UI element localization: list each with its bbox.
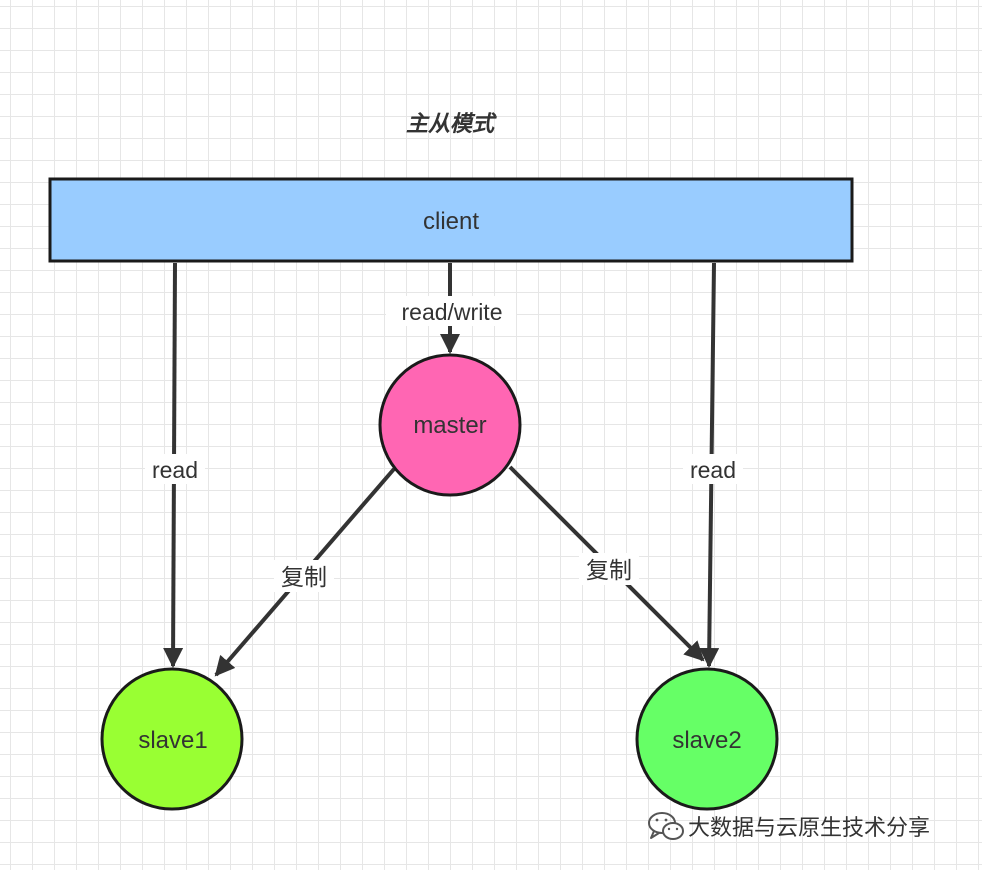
slave2-node: slave2 <box>635 667 779 811</box>
edge-client-slave2-label-bg <box>683 454 743 484</box>
edge-master-slave2-label: 复制 <box>586 557 632 583</box>
edge-client-slave1: read <box>145 262 205 668</box>
master-label: master <box>413 412 486 439</box>
client-box <box>48 177 854 263</box>
slave1-label: slave1 <box>138 727 207 754</box>
slave2-circle <box>635 667 779 811</box>
client-label: client <box>423 208 479 235</box>
edge-client-master: read/write <box>386 263 516 354</box>
edge-client-slave1-label-bg <box>145 454 205 484</box>
master-node: master <box>378 353 522 497</box>
slave1-circle <box>100 667 244 811</box>
edge-master-slave1: 复制 <box>214 467 396 677</box>
slave2-label: slave2 <box>672 727 741 754</box>
edge-master-slave2-label-bg <box>579 553 639 585</box>
edge-client-master-label: read/write <box>402 299 503 325</box>
edge-master-slave1-label: 复制 <box>281 564 327 590</box>
edge-client-slave1-label: read <box>152 457 198 483</box>
master-circle <box>378 353 522 497</box>
watermark: 大数据与云原生技术分享 <box>648 812 930 841</box>
edge-client-slave2: read <box>683 262 743 668</box>
diagram-title: 主从模式 <box>406 111 497 136</box>
edge-master-slave1-label-bg <box>274 560 334 592</box>
wechat-icon <box>648 812 684 840</box>
watermark-text: 大数据与云原生技术分享 <box>688 816 930 841</box>
edge-client-master-label-bg <box>386 296 516 326</box>
edge-client-slave2-label: read <box>690 457 736 483</box>
slave1-node: slave1 <box>100 667 244 811</box>
client-node: client <box>48 177 854 263</box>
edge-master-slave2: 复制 <box>508 465 705 662</box>
